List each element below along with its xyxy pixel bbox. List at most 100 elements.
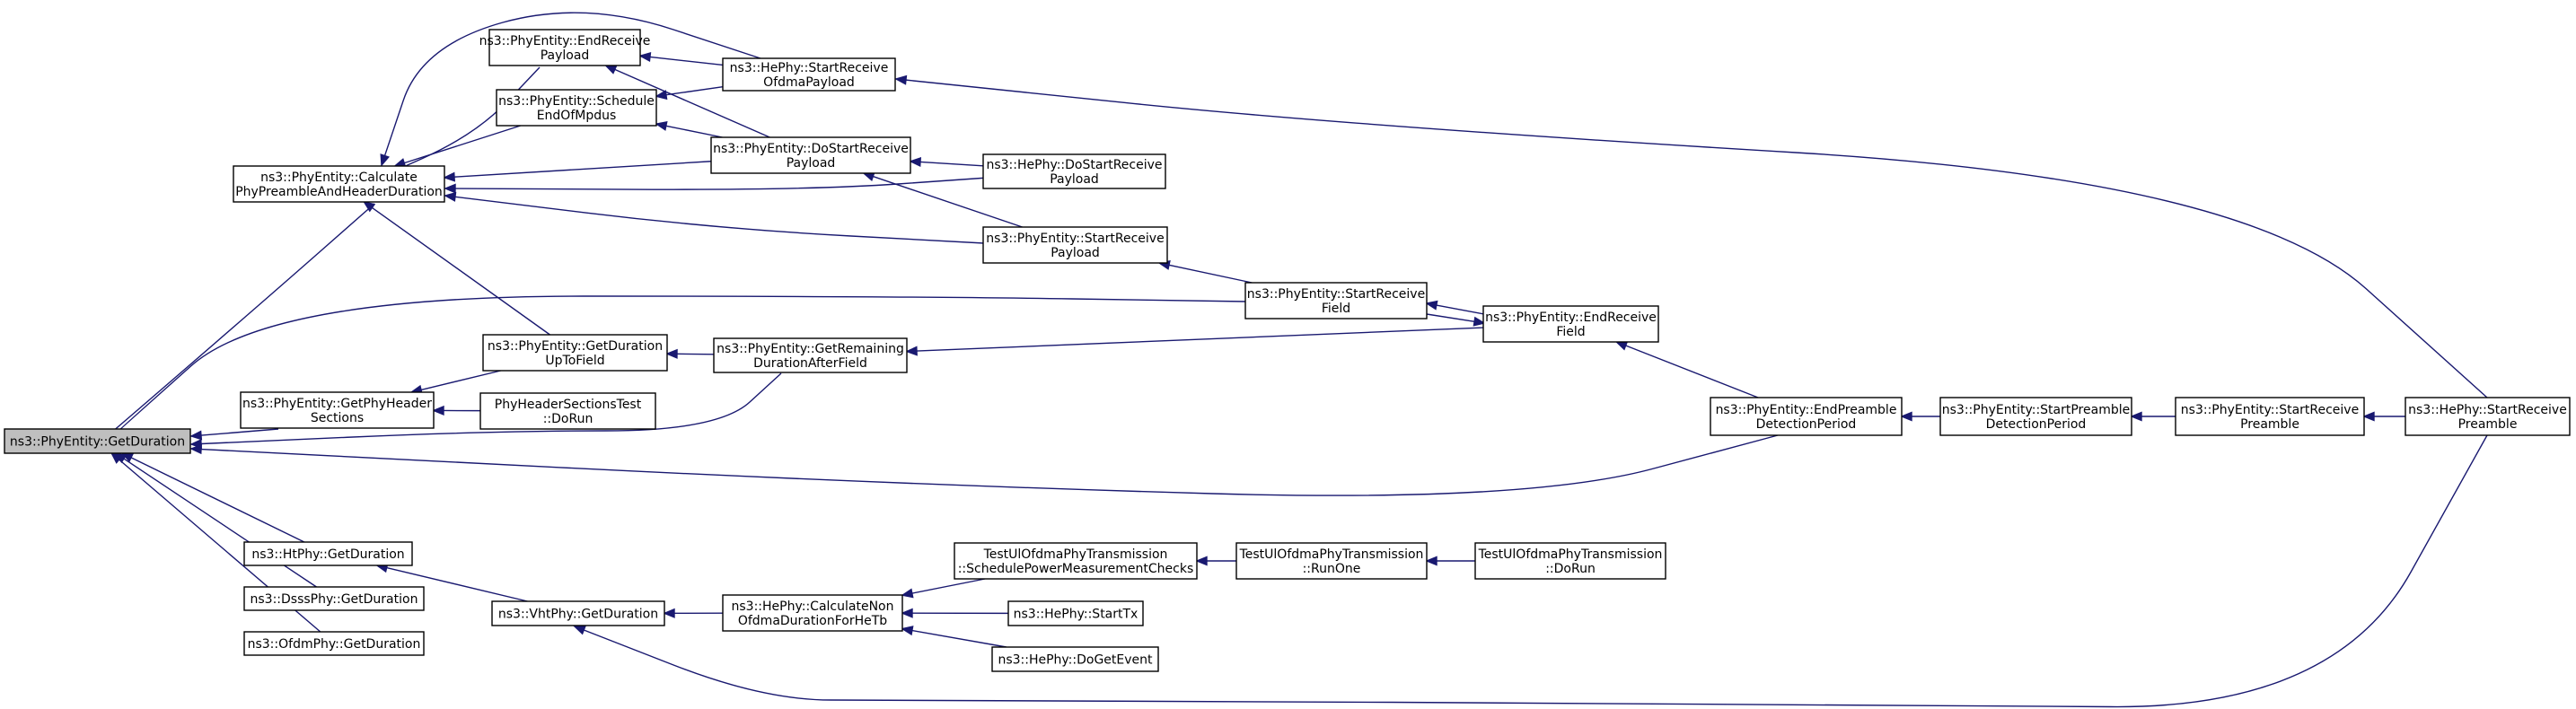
node-box[interactable] bbox=[954, 542, 1198, 580]
node-box[interactable] bbox=[1235, 542, 1428, 580]
node-label: ns3::PhyEntity::GetRemaining bbox=[717, 342, 904, 356]
node-label: ns3::PhyEntity::DoStartReceive bbox=[713, 142, 909, 156]
node-box[interactable] bbox=[243, 541, 413, 566]
arrowhead-icon bbox=[1473, 316, 1486, 327]
node-label: Sections bbox=[311, 411, 364, 425]
node-dsssgetduration[interactable]: ns3::DsssPhy::GetDuration bbox=[243, 586, 425, 611]
node-box[interactable] bbox=[722, 57, 896, 92]
node-hdrsectionstest[interactable]: PhyHeaderSectionsTest::DoRun bbox=[479, 392, 656, 430]
node-vhtgetduration[interactable]: ns3::VhtPhy::GetDuration bbox=[491, 600, 665, 626]
arrowhead-icon bbox=[573, 626, 586, 635]
node-testdorun[interactable]: TestUlOfdmaPhyTransmission::DoRun bbox=[1474, 542, 1666, 580]
node-label: Payload bbox=[787, 156, 836, 171]
node-label: Field bbox=[1556, 325, 1585, 339]
arrowhead-icon bbox=[905, 346, 918, 356]
edge-line bbox=[372, 206, 550, 336]
edge-hedogetevent-to-hecalcnonofdma bbox=[901, 626, 1007, 648]
node-getremaining[interactable]: ns3::PhyEntity::GetRemainingDurationAfte… bbox=[713, 337, 908, 373]
node-label: ns3::PhyEntity::StartReceive bbox=[1247, 287, 1425, 302]
node-box[interactable] bbox=[982, 226, 1168, 264]
node-box[interactable] bbox=[243, 631, 425, 656]
node-box[interactable] bbox=[713, 337, 908, 373]
edge-line bbox=[200, 434, 1779, 496]
node-box[interactable] bbox=[1474, 542, 1666, 580]
edge-line bbox=[873, 175, 1023, 228]
node-box[interactable] bbox=[1710, 397, 1903, 436]
edge-line bbox=[123, 458, 317, 588]
node-label: ns3::HePhy::StartReceive bbox=[2408, 403, 2567, 417]
arrowhead-icon bbox=[2362, 411, 2375, 422]
node-box[interactable] bbox=[243, 586, 425, 611]
edge-hestartofdma-to-endrecvpayload bbox=[638, 52, 724, 66]
edge-getduptofield-to-gethdrsections bbox=[409, 370, 501, 395]
node-box[interactable] bbox=[1939, 397, 2132, 436]
edge-endrecvfield-to-getremaining bbox=[905, 327, 1484, 356]
node-getduration[interactable]: ns3::PhyEntity::GetDuration bbox=[4, 428, 191, 454]
node-box[interactable] bbox=[491, 600, 665, 626]
node-endpreamble[interactable]: ns3::PhyEntity::EndPreambleDetectionPeri… bbox=[1710, 397, 1903, 436]
node-label: ns3::HePhy::StartReceive bbox=[730, 61, 889, 75]
node-box[interactable] bbox=[233, 165, 445, 203]
node-htgetduration[interactable]: ns3::HtPhy::GetDuration bbox=[243, 541, 413, 566]
node-box[interactable] bbox=[4, 428, 191, 454]
node-box[interactable] bbox=[722, 594, 903, 632]
node-box[interactable] bbox=[496, 89, 657, 127]
node-box[interactable] bbox=[2405, 397, 2571, 436]
node-box[interactable] bbox=[982, 153, 1166, 189]
node-box[interactable] bbox=[2175, 397, 2365, 436]
arrowhead-icon bbox=[432, 405, 444, 416]
node-testschedule[interactable]: TestUlOfdmaPhyTransmission::SchedulePowe… bbox=[954, 542, 1198, 580]
node-box[interactable] bbox=[1007, 600, 1144, 626]
node-ofdmgetduration[interactable]: ns3::OfdmPhy::GetDuration bbox=[243, 631, 425, 656]
edge-hedostartrecv-to-dostartrecv bbox=[909, 156, 984, 168]
node-label: ns3::PhyEntity::StartReceive bbox=[986, 232, 1164, 246]
node-hecalcnonofdma[interactable]: ns3::HePhy::CalculateNonOfdmaDurationFor… bbox=[722, 594, 903, 632]
arrowhead-icon bbox=[901, 626, 914, 636]
node-box[interactable] bbox=[479, 392, 656, 430]
edge-line bbox=[1625, 345, 1759, 398]
arrowhead-icon bbox=[663, 608, 675, 618]
node-box[interactable] bbox=[1244, 282, 1428, 319]
node-calcpreamble[interactable]: ns3::PhyEntity::CalculatePhyPreambleAndH… bbox=[233, 165, 445, 203]
node-testrunone[interactable]: TestUlOfdmaPhyTransmission::RunOne bbox=[1235, 542, 1428, 580]
node-label: ns3::HePhy::DoGetEvent bbox=[998, 653, 1153, 668]
node-hestarttx[interactable]: ns3::HePhy::StartTx bbox=[1007, 600, 1144, 626]
arrowhead-icon bbox=[1425, 556, 1437, 566]
edge-hestartrecvpreamble-to-startrecvpreamble bbox=[2362, 411, 2405, 422]
arrowhead-icon bbox=[189, 430, 203, 441]
edge-line bbox=[454, 177, 989, 190]
arrowhead-icon bbox=[894, 74, 908, 85]
node-label: TestUlOfdmaPhyTransmission bbox=[983, 547, 1168, 562]
node-box[interactable] bbox=[991, 646, 1159, 672]
edge-hestartofdma-to-scheduleend bbox=[655, 86, 724, 101]
node-box[interactable] bbox=[240, 391, 435, 429]
node-label: ns3::PhyEntity::EndReceive bbox=[479, 34, 651, 48]
node-label: ::SchedulePowerMeasurementChecks bbox=[958, 562, 1194, 576]
edge-startrecvpreamble-to-startpreambledet bbox=[2130, 411, 2176, 422]
node-box[interactable] bbox=[488, 29, 641, 66]
edge-hestarttx-to-hecalcnonofdma bbox=[901, 608, 1009, 618]
node-box[interactable] bbox=[1482, 305, 1659, 343]
node-label: ns3::HePhy::StartTx bbox=[1014, 608, 1139, 622]
edge-hecalcnonofdma-to-vhtgetduration bbox=[663, 608, 724, 618]
node-hedogetevent[interactable]: ns3::HePhy::DoGetEvent bbox=[991, 646, 1159, 672]
node-box[interactable] bbox=[482, 334, 668, 372]
node-label: ns3::PhyEntity::EndReceive bbox=[1485, 311, 1657, 325]
node-startpreambledet[interactable]: ns3::PhyEntity::StartPreambleDetectionPe… bbox=[1939, 397, 2132, 436]
node-label: EndOfMpdus bbox=[537, 109, 617, 123]
edge-line bbox=[905, 79, 2488, 398]
node-box[interactable] bbox=[710, 136, 911, 174]
edge-scheduleend-to-calcpreamble bbox=[392, 125, 521, 168]
